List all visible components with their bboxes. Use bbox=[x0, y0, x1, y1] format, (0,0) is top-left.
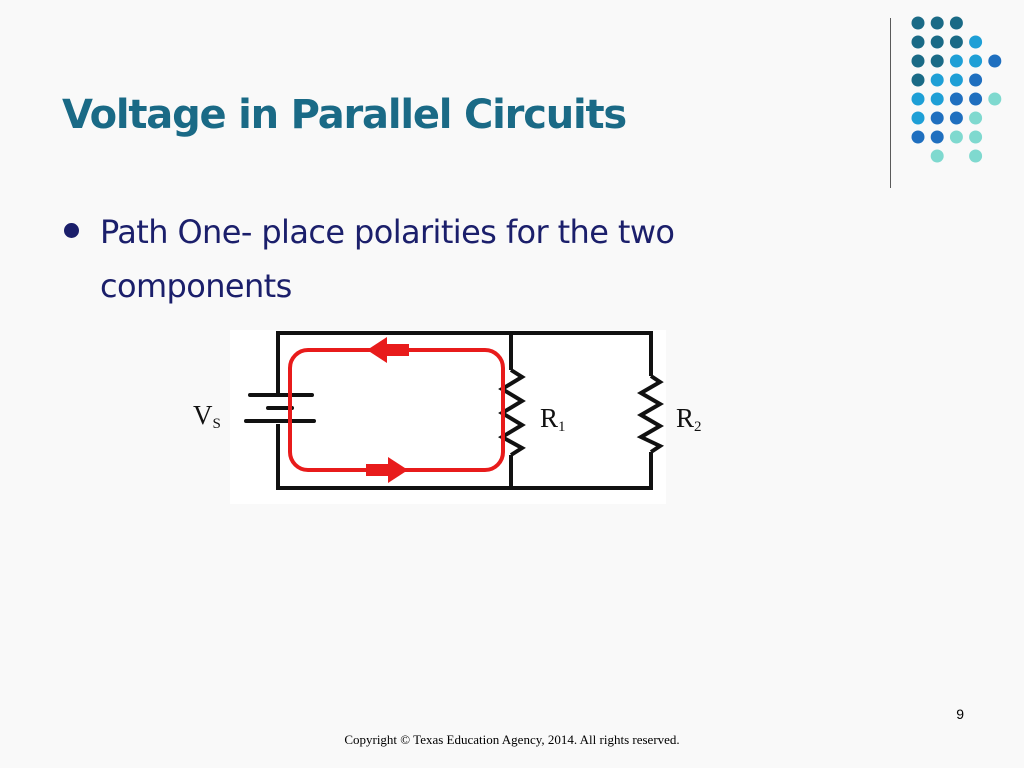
current-path-loop bbox=[288, 348, 505, 472]
decorative-dot bbox=[911, 73, 925, 87]
decorative-dot bbox=[930, 54, 944, 68]
decorative-dot bbox=[930, 35, 944, 49]
decorative-dot bbox=[930, 92, 944, 106]
decorative-dot bbox=[930, 130, 944, 144]
decorative-dot bbox=[930, 73, 944, 87]
current-arrow-right-icon bbox=[366, 457, 408, 483]
decorative-dot bbox=[911, 16, 925, 30]
decorative-dot bbox=[949, 35, 963, 49]
decorative-dot bbox=[911, 54, 925, 68]
decorative-dot bbox=[969, 35, 983, 49]
copyright-footer: Copyright © Texas Education Agency, 2014… bbox=[344, 732, 680, 747]
decorative-dot bbox=[988, 54, 1002, 68]
decorative-dot bbox=[930, 149, 944, 163]
decorative-dot bbox=[988, 92, 1002, 106]
decorative-dot bbox=[949, 111, 963, 125]
decorative-dot bbox=[949, 92, 963, 106]
decorative-dot bbox=[930, 111, 944, 125]
resistor-r2-symbol bbox=[636, 374, 665, 454]
bottom-wire bbox=[276, 424, 653, 490]
resistor-r1-label: R1 bbox=[540, 403, 566, 435]
resistor-r2-label: R2 bbox=[676, 403, 702, 435]
decorative-dot bbox=[911, 130, 925, 144]
source-voltage-label: VS bbox=[193, 400, 221, 432]
title-divider-line bbox=[890, 18, 891, 188]
battery-symbol bbox=[244, 393, 316, 423]
decorative-dot bbox=[969, 111, 983, 125]
decorative-dot bbox=[969, 54, 983, 68]
decorative-dot bbox=[969, 73, 983, 87]
decorative-dot bbox=[911, 111, 925, 125]
slide-number: 9 bbox=[956, 706, 964, 722]
top-wire bbox=[276, 331, 653, 394]
circuit-diagram bbox=[230, 330, 666, 504]
decorative-dot bbox=[911, 35, 925, 49]
bullet-dot-icon bbox=[64, 223, 79, 238]
decorative-dot bbox=[969, 149, 983, 163]
current-arrow-left-icon bbox=[367, 337, 409, 363]
bullet-text: Path One- place polarities for the two c… bbox=[100, 213, 675, 305]
decorative-dot bbox=[930, 16, 944, 30]
slide-title: Voltage in Parallel Circuits bbox=[62, 92, 627, 138]
decorative-dot bbox=[911, 92, 925, 106]
decorative-dot bbox=[949, 73, 963, 87]
decorative-dot bbox=[949, 130, 963, 144]
decorative-dot bbox=[949, 54, 963, 68]
decorative-dot bbox=[969, 92, 983, 106]
decorative-dot bbox=[969, 130, 983, 144]
decorative-dot bbox=[949, 16, 963, 30]
